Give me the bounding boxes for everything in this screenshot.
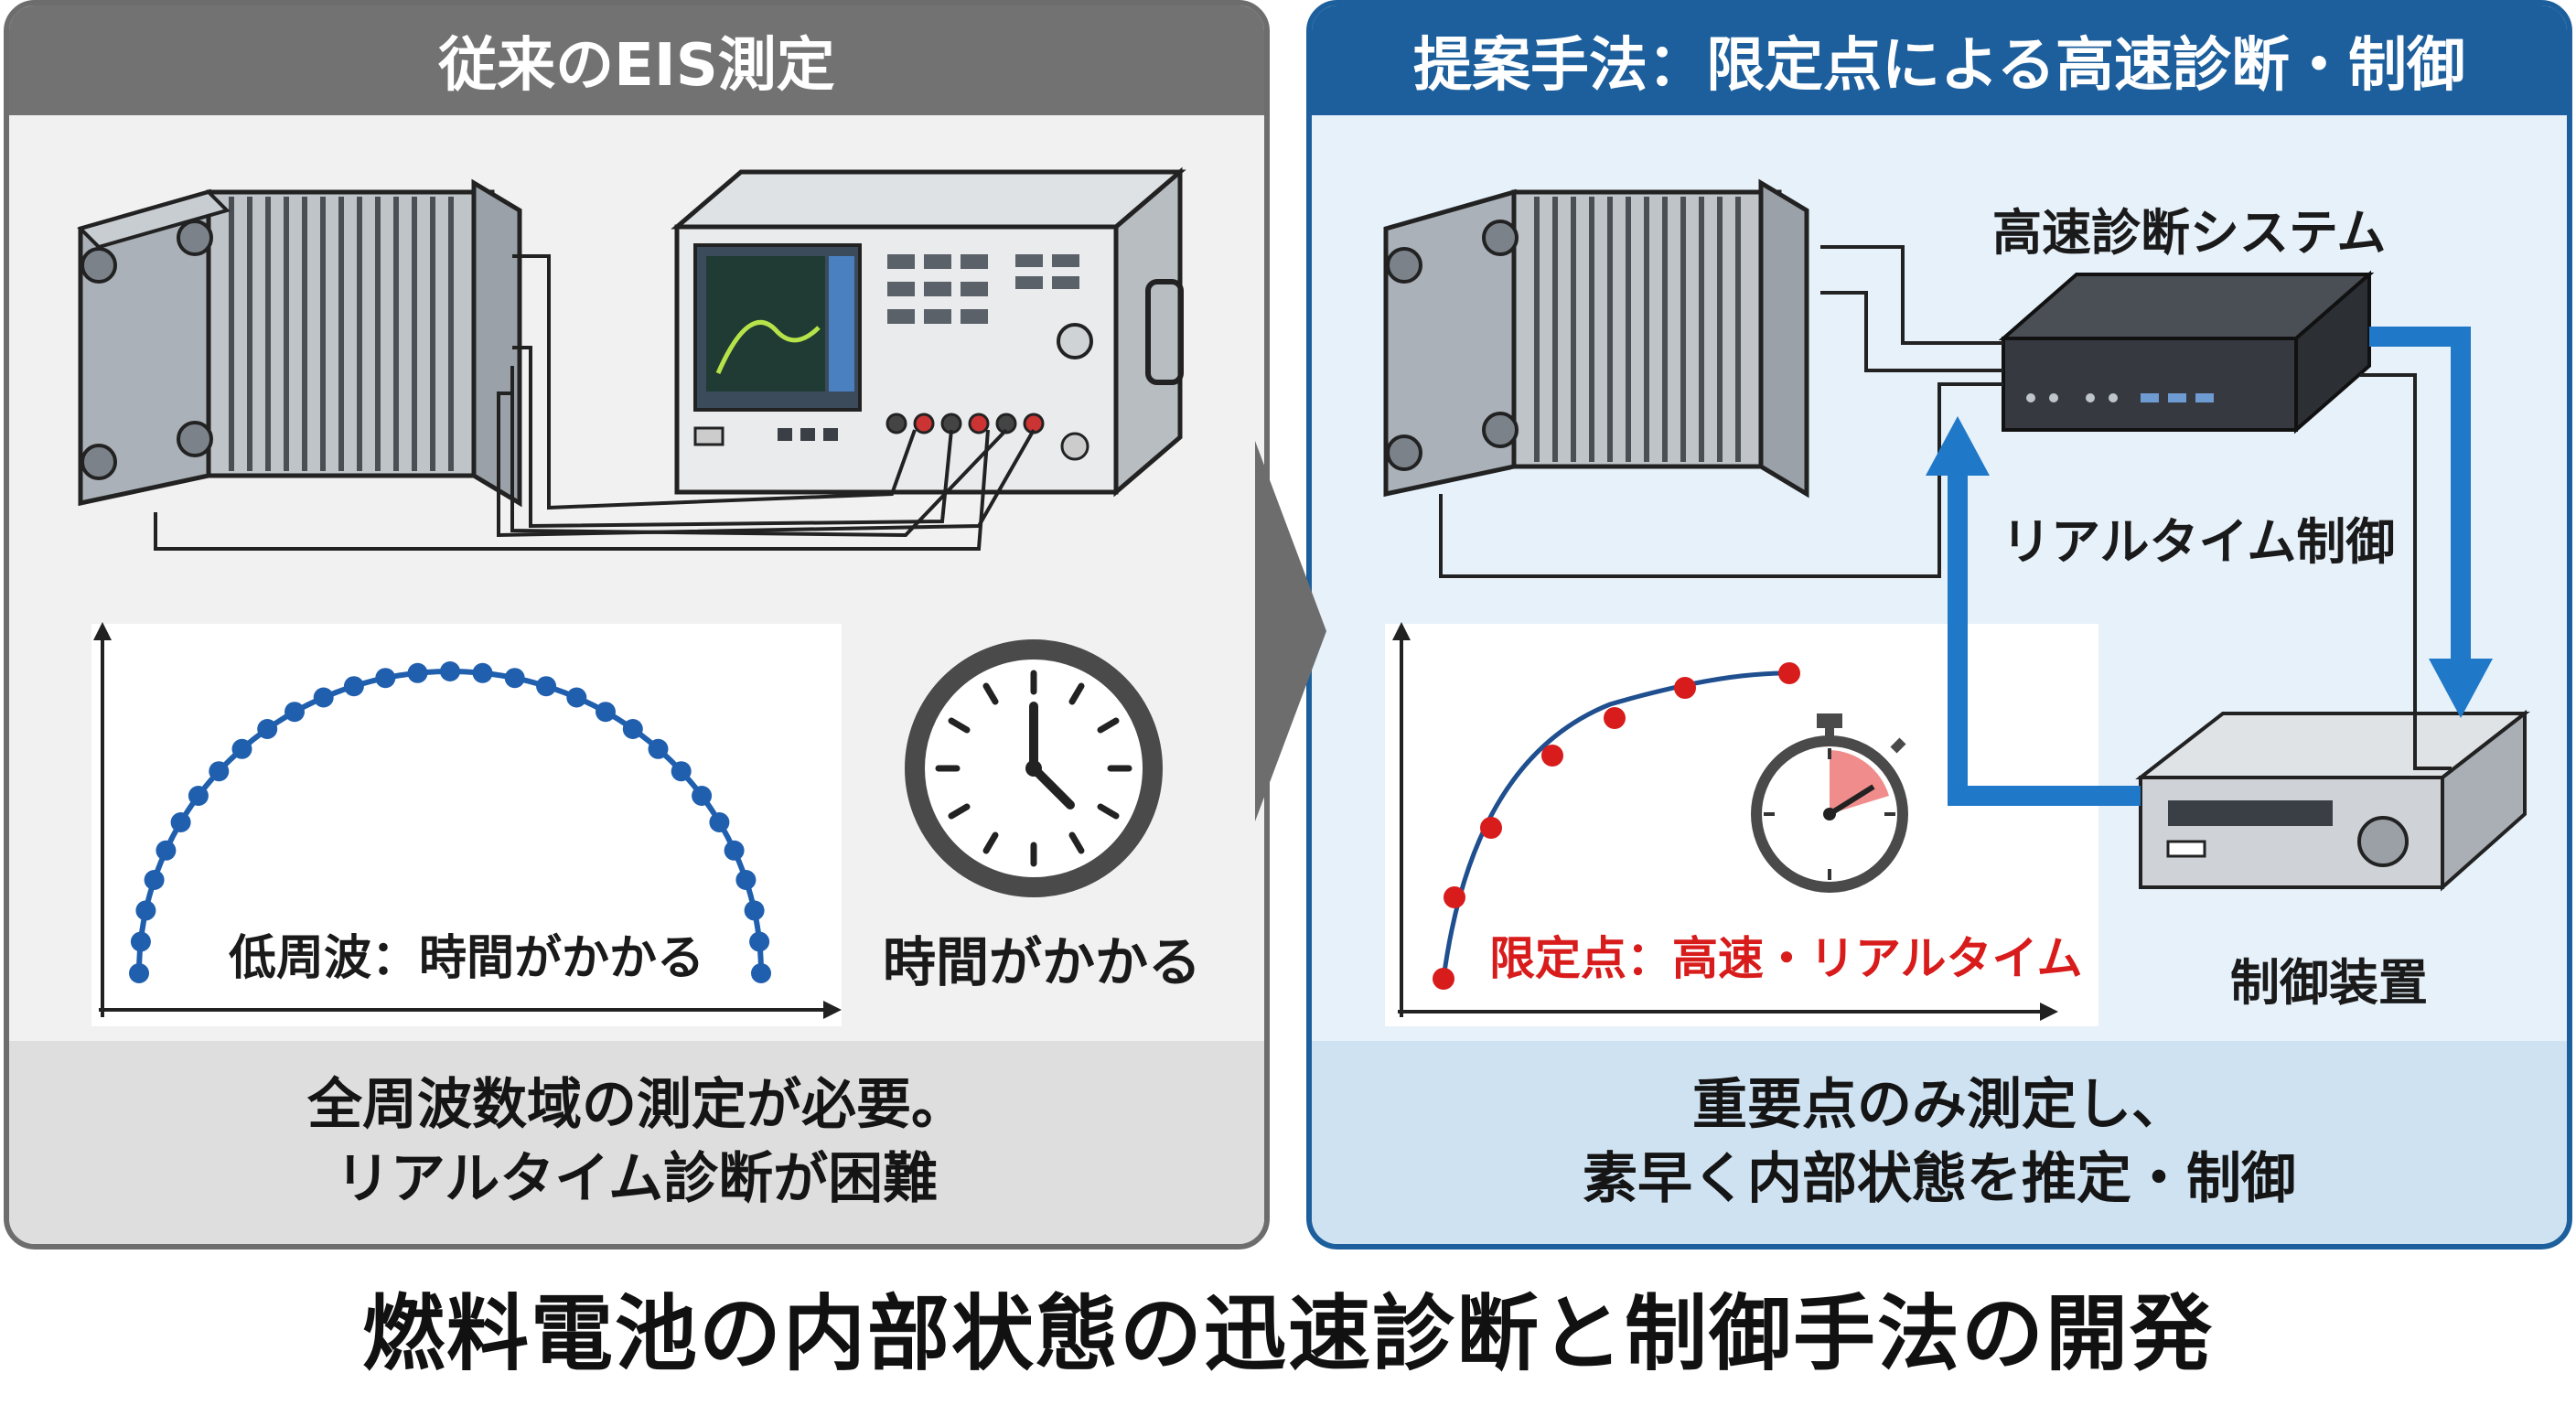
stopwatch-icon <box>1751 713 1908 893</box>
measurement-point <box>744 900 765 921</box>
system-cables <box>1439 245 2452 770</box>
control-device-label: 制御装置 <box>2230 954 2428 1012</box>
left-footer-line2: リアルタイム診断が困難 <box>335 1147 939 1211</box>
measurement-point <box>749 931 770 952</box>
right-panel-title: 提案手法：限定点による高速診断・制御 <box>1312 5 2567 115</box>
measurement-point <box>440 661 460 681</box>
right-panel: 提案手法：限定点による高速診断・制御 重要点のみ測定し、 素早く内部状態を推定・… <box>1306 0 2572 1249</box>
measurement-point <box>407 662 428 683</box>
measurement-point <box>751 963 771 983</box>
fuel-cell-stack-icon <box>1383 178 1809 499</box>
measurement-point <box>343 676 364 697</box>
right-panel-footer: 重要点のみ測定し、 素早く内部状態を推定・制御 <box>1312 1041 2567 1244</box>
measurement-point <box>257 719 278 739</box>
measurement-point <box>596 702 616 723</box>
left-graph-label: 低周波：時間がかかる <box>229 931 705 986</box>
control-device-icon <box>2135 709 2530 892</box>
realtime-control-label: リアルタイム制御 <box>2002 513 2396 571</box>
fuel-cell-stack-icon <box>77 178 522 508</box>
measurement-point <box>188 786 209 806</box>
measurement-point <box>622 719 643 739</box>
measurement-point <box>209 761 230 782</box>
measurement-point <box>144 870 165 890</box>
measurement-point <box>375 668 396 689</box>
diagnosis-system-label: 高速診断システム <box>1992 204 2387 262</box>
measurement-point <box>130 931 151 952</box>
left-panel-footer: 全周波数域の測定が必要。 リアルタイム診断が困難 <box>9 1041 1264 1244</box>
impedance-analyzer-icon <box>671 166 1186 498</box>
main-title: 燃料電池の内部状態の迅速診断と制御手法の開発 <box>362 1286 2214 1382</box>
measurement-point <box>313 687 334 708</box>
measurement-point <box>504 668 525 689</box>
right-footer-line1: 重要点のみ測定し、 <box>1692 1073 2186 1137</box>
measurement-point <box>735 870 757 890</box>
measurement-point <box>648 738 669 759</box>
transition-arrow-icon <box>1255 441 1326 821</box>
limited-points <box>1433 662 1800 990</box>
measurement-point <box>709 812 730 832</box>
right-footer-line2: 素早く内部状態を推定・制御 <box>1583 1147 2296 1211</box>
measurement-point <box>724 840 745 861</box>
right-graph-area <box>1385 624 2098 1026</box>
measurement-point <box>135 900 156 921</box>
diagnosis-box-icon <box>1998 270 2375 434</box>
measurement-point <box>231 738 252 759</box>
clock-icon <box>905 639 1163 897</box>
measurement-point <box>472 662 493 683</box>
left-footer-line1: 全周波数域の測定が必要。 <box>307 1073 966 1137</box>
measurement-point <box>671 761 692 782</box>
measurement-point <box>129 963 149 983</box>
cycle-arrow-icon <box>1926 327 2493 806</box>
limited-points-label: 限定点：高速・リアルタイム <box>1489 932 2083 985</box>
left-nyquist-chart <box>93 622 842 1019</box>
measurement-point <box>566 687 587 708</box>
right-nyquist-chart <box>1392 622 2058 1021</box>
measurement-point <box>536 676 557 697</box>
left-panel-title: 従来のEIS測定 <box>9 5 1264 115</box>
analyzer-cables <box>154 254 1036 551</box>
measurement-point <box>692 786 713 806</box>
measurement-point <box>284 702 305 723</box>
measurement-point <box>156 840 177 861</box>
measurement-point <box>170 812 191 832</box>
clock-label: 時間がかかる <box>883 931 1202 993</box>
